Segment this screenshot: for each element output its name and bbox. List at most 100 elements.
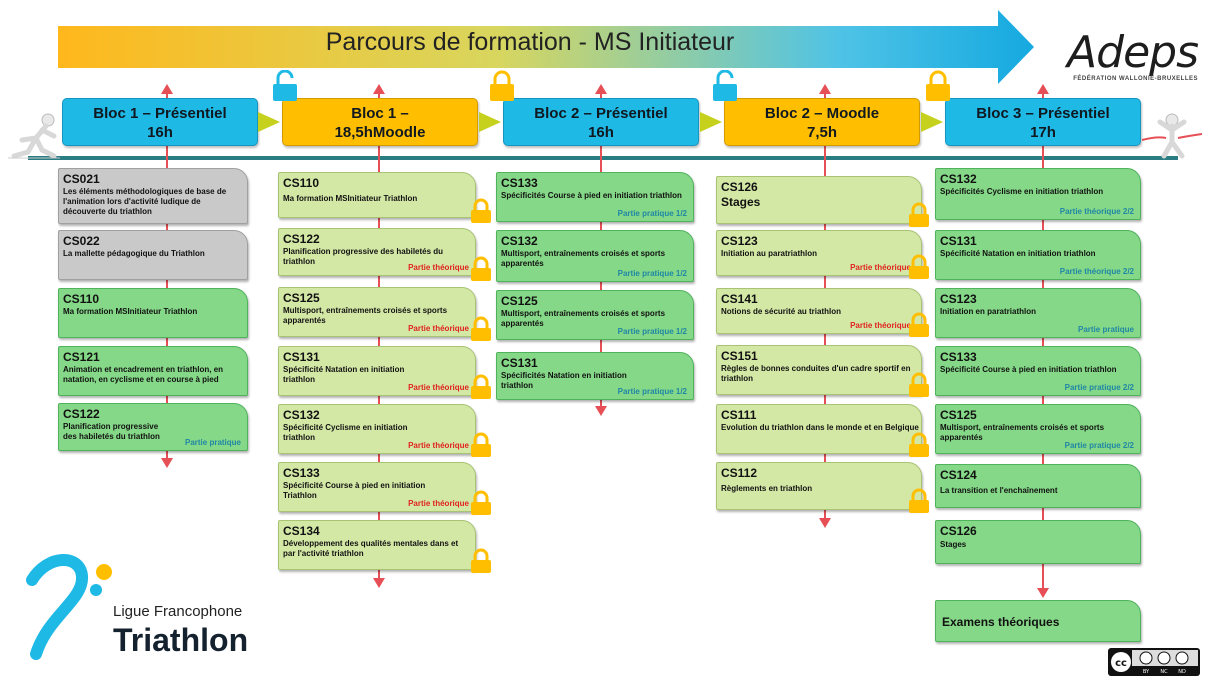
course-card: CS125 Multisport, entraînements croisés … — [935, 404, 1141, 454]
lock-closed-icon — [909, 202, 929, 227]
course-desc: Spécificités Cyclisme en initiation tria… — [940, 187, 1104, 196]
course-code: CS110 — [63, 292, 100, 306]
arrow-down-col3 — [595, 406, 607, 416]
course-card: CS110 Ma formation MSInitiateur Triathlo… — [278, 172, 476, 218]
course-card: CS125 Multisport, entraînements croisés … — [496, 290, 694, 340]
course-card: CS110 Ma formation MSInitiateur Triathlo… — [58, 288, 248, 338]
block-header-title: Bloc 1 – Présentiel — [93, 105, 227, 122]
course-code: CS125 — [940, 408, 977, 422]
course-part-label: Partie théorique 2/2 — [1059, 207, 1134, 216]
course-desc: Spécificité Natation en initiation triat… — [940, 249, 1096, 258]
course-desc: Planification progressive des habiletés … — [283, 247, 444, 266]
course-code: CS141 — [721, 292, 758, 306]
course-card: CS122 Planification progressive des habi… — [278, 228, 476, 276]
course-part-label: Partie pratique 2/2 — [1064, 441, 1134, 450]
course-code: CS126 — [721, 180, 758, 194]
course-card: CS021 Les éléments méthodologiques de ba… — [58, 168, 248, 224]
page-title: Parcours de formation - MS Initiateur — [325, 28, 735, 56]
course-code: CS132 — [283, 408, 320, 422]
block-connector-triangle — [700, 112, 722, 132]
cc-license-badge: cc BY NC ND — [1108, 648, 1200, 676]
course-code: CS121 — [63, 350, 100, 364]
course-card: CS133 Spécificité Course à pied en initi… — [278, 462, 476, 512]
course-part-label: Partie pratique 1/2 — [617, 387, 687, 396]
course-code: CS021 — [63, 172, 100, 186]
arrow-up-col1 — [161, 84, 173, 94]
course-card: CS123 Initiation au paratriathlon Partie… — [716, 230, 922, 276]
lock-closed-icon — [471, 374, 491, 399]
lock-closed-icon — [909, 372, 929, 397]
ligue-logo-mark — [26, 554, 112, 660]
course-code: CS132 — [940, 172, 977, 186]
block-header-4: Bloc 2 – Moodle 7,5h — [724, 98, 920, 146]
course-desc: Animation et encadrement en triathlon, e… — [63, 365, 224, 384]
course-card: CS111 Evolution du triathlon dans le mon… — [716, 404, 922, 454]
runner-start-icon — [8, 113, 60, 159]
course-part-label: Partie pratique 1/2 — [617, 327, 687, 336]
exams-label: Examens théoriques — [942, 615, 1060, 629]
course-desc: La mallette pédagogique du Triathlon — [63, 249, 205, 258]
course-desc: Multisport, entraînements croisés et spo… — [283, 306, 448, 325]
course-desc: Evolution du triathlon dans le monde et … — [721, 423, 919, 432]
course-part-label: Partie théorique — [850, 321, 911, 330]
course-code: CS110 — [283, 176, 320, 190]
course-card: CS125 Multisport, entraînements croisés … — [278, 287, 476, 337]
course-card: CS022 La mallette pédagogique du Triathl… — [58, 230, 248, 280]
course-code: CS133 — [501, 176, 538, 190]
course-desc: Spécificité Cyclisme en initiation triat… — [283, 423, 408, 442]
lock-closed-icon — [471, 316, 491, 341]
course-desc: Spécificité Natation en initiation triat… — [283, 365, 405, 384]
runner-finish-icon — [1142, 113, 1202, 159]
course-desc: Spécificités Natation en initiation tria… — [501, 371, 627, 390]
arrow-up-col3 — [595, 84, 607, 94]
lock-closed-icon — [471, 490, 491, 515]
course-part-label: Partie théorique — [850, 263, 911, 272]
course-desc: Planification progressive des habiletés … — [63, 422, 160, 441]
course-code: CS126 — [940, 524, 977, 538]
course-code: CS131 — [501, 356, 538, 370]
block-header-hours: 7,5h — [806, 124, 837, 141]
arrow-down-col2 — [373, 578, 385, 588]
course-desc: Multisport, entraînements croisés et spo… — [501, 249, 666, 268]
block-header-5: Bloc 3 – Présentiel 17h — [945, 98, 1141, 146]
timeline-line — [28, 156, 1178, 160]
course-code: CS131 — [283, 350, 320, 364]
course-desc: Les éléments méthodologiques de base de … — [63, 187, 227, 216]
svg-text:BY: BY — [1143, 669, 1150, 675]
course-desc: Spécificité Course à pied en initiation … — [283, 481, 426, 500]
course-desc: Règlements en triathlon — [721, 484, 813, 493]
lock-closed-icon — [471, 548, 491, 573]
course-card: CS112 Règlements en triathlon — [716, 462, 922, 510]
course-desc: Initiation au paratriathlon — [721, 249, 818, 258]
adeps-logo-name: Adeps — [1067, 27, 1199, 78]
course-desc: Initiation en paratriathlon — [940, 307, 1037, 316]
course-card: CS134 Développement des qualités mentale… — [278, 520, 476, 570]
block-header-1: Bloc 1 – Présentiel 16h — [62, 98, 258, 146]
course-code: CS122 — [63, 407, 100, 421]
adeps-logo-subtitle: FÉDÉRATION WALLONIE-BRUXELLES — [1073, 76, 1198, 82]
course-desc: Spécificité Course à pied en initiation … — [940, 365, 1117, 374]
lock-open-icon — [713, 70, 737, 101]
arrow-up-col2 — [373, 84, 385, 94]
lock-closed-icon — [909, 254, 929, 279]
svg-text:NC: NC — [1160, 669, 1168, 675]
course-desc: Spécificités Course à pied en initiation… — [501, 191, 682, 200]
block-header-hours: 17h — [1030, 124, 1056, 141]
block-header-2: Bloc 1 – 18,5hMoodle — [282, 98, 478, 146]
course-code: CS124 — [940, 468, 977, 482]
course-part-label: Partie pratique 1/2 — [617, 269, 687, 278]
course-code: CS125 — [283, 291, 320, 305]
lock-closed-icon — [471, 256, 491, 281]
course-card: CS121 Animation et encadrement en triath… — [58, 346, 248, 396]
course-desc: Ma formation MSInitiateur Triathlon — [63, 307, 198, 316]
block-header-hours: 16h — [588, 124, 614, 141]
course-card: CS122 Planification progressive des habi… — [58, 403, 248, 451]
lock-closed-icon — [471, 432, 491, 457]
course-code: CS131 — [940, 234, 977, 248]
course-code: CS122 — [283, 232, 320, 246]
arrow-down-col1 — [161, 458, 173, 468]
arrow-down-col5 — [1037, 588, 1049, 598]
svg-text:ND: ND — [1178, 669, 1186, 675]
course-desc: Règles de bonnes conduites d'un cadre sp… — [721, 364, 911, 383]
block-header-hours: 18,5hMoodle — [334, 124, 426, 141]
